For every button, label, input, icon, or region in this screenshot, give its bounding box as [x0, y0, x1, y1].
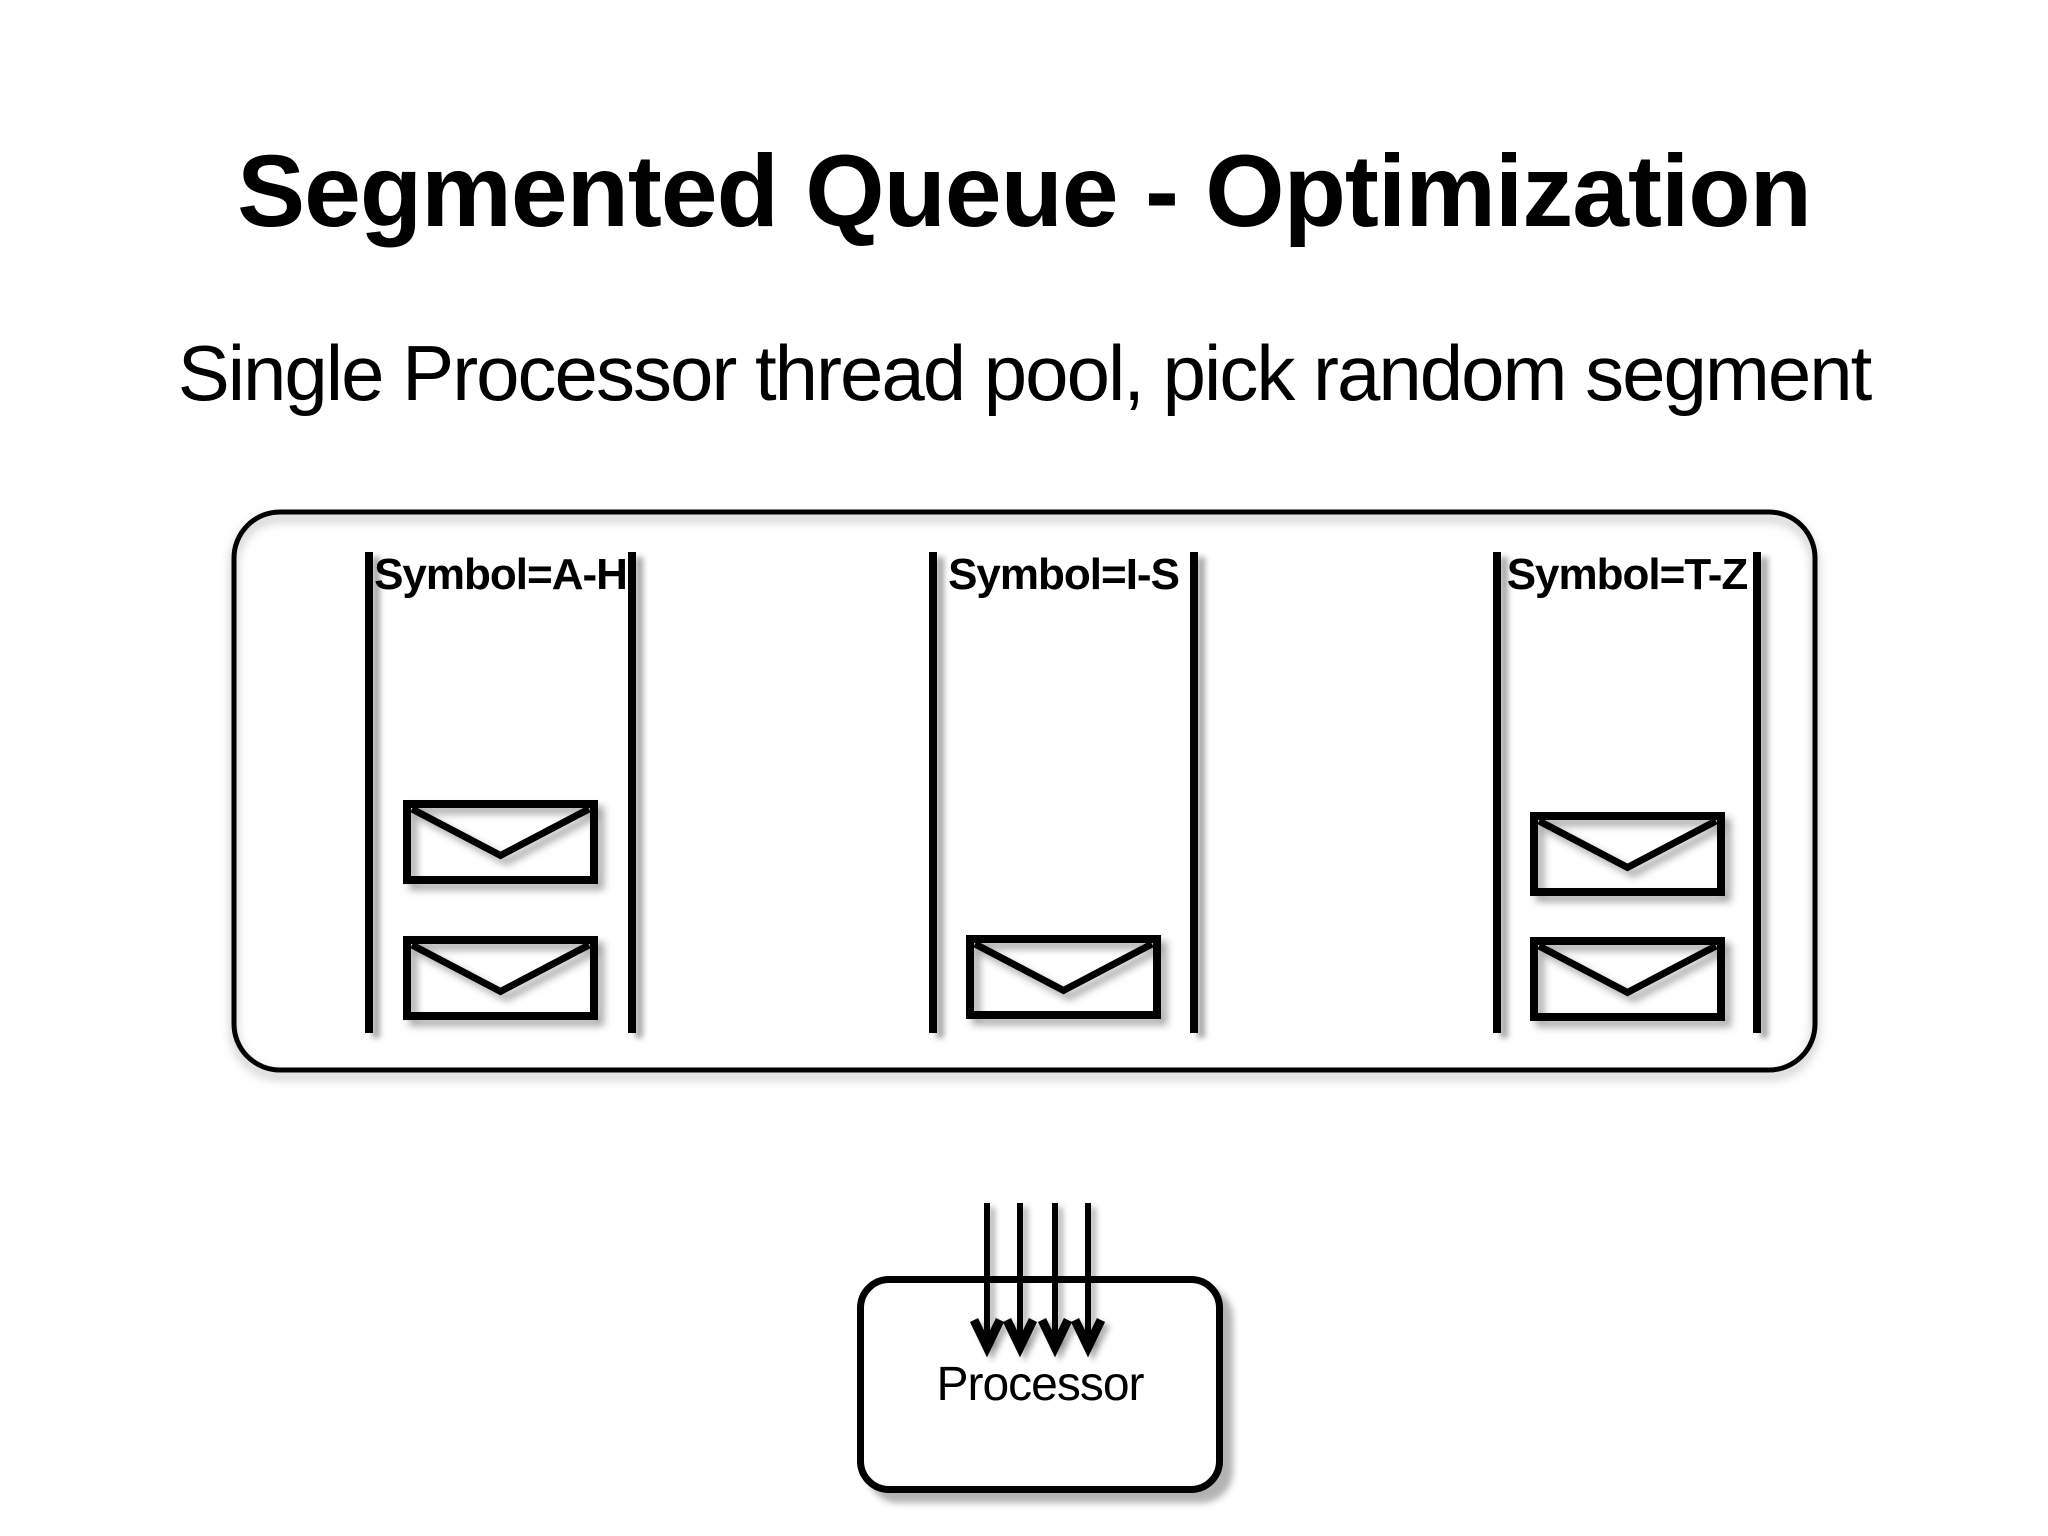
queue-wall-left: [1493, 552, 1501, 1033]
queue-wall-right: [1753, 552, 1761, 1033]
envelope-flap: [410, 805, 591, 860]
envelope-body: [1529, 812, 1725, 896]
envelope-body: [1529, 937, 1725, 1021]
envelope-body: [403, 936, 598, 1020]
flow-arrows: [969, 1203, 1106, 1358]
envelope-icon: [1529, 937, 1725, 1021]
envelope-flap: [1536, 942, 1718, 997]
envelope-icon: [403, 800, 598, 884]
down-arrow-icon: [1002, 1203, 1038, 1358]
segment-label: Symbol=A-H: [374, 550, 628, 599]
processor-label: Processor: [936, 1357, 1144, 1411]
envelope-body: [966, 935, 1161, 1019]
segment-label: Symbol=I-S: [948, 550, 1180, 599]
envelope-flap: [973, 940, 1154, 995]
envelope-body: [403, 800, 598, 884]
envelope-icon: [403, 936, 598, 1020]
queue-wall-right: [628, 552, 636, 1033]
segment-label: Symbol=T-Z: [1506, 550, 1749, 599]
queue-pool-box: [231, 509, 1818, 1073]
page-title: Segmented Queue - Optimization: [237, 134, 1812, 248]
queue-wall-right: [1190, 552, 1198, 1033]
queue-wall-left: [929, 552, 937, 1033]
queue-wall-left: [365, 552, 373, 1033]
envelope-flap: [410, 941, 591, 996]
envelope-flap: [1536, 817, 1718, 872]
queue-pool-border: [231, 509, 1818, 1073]
envelope-icon: [1529, 812, 1725, 896]
page-subtitle: Single Processor thread pool, pick rando…: [177, 329, 1873, 417]
down-arrow-icon: [1070, 1203, 1106, 1358]
envelope-icon: [966, 935, 1161, 1019]
processor-box: Processor: [857, 1276, 1223, 1493]
down-arrow-icon: [1037, 1203, 1073, 1358]
down-arrow-icon: [969, 1203, 1005, 1358]
